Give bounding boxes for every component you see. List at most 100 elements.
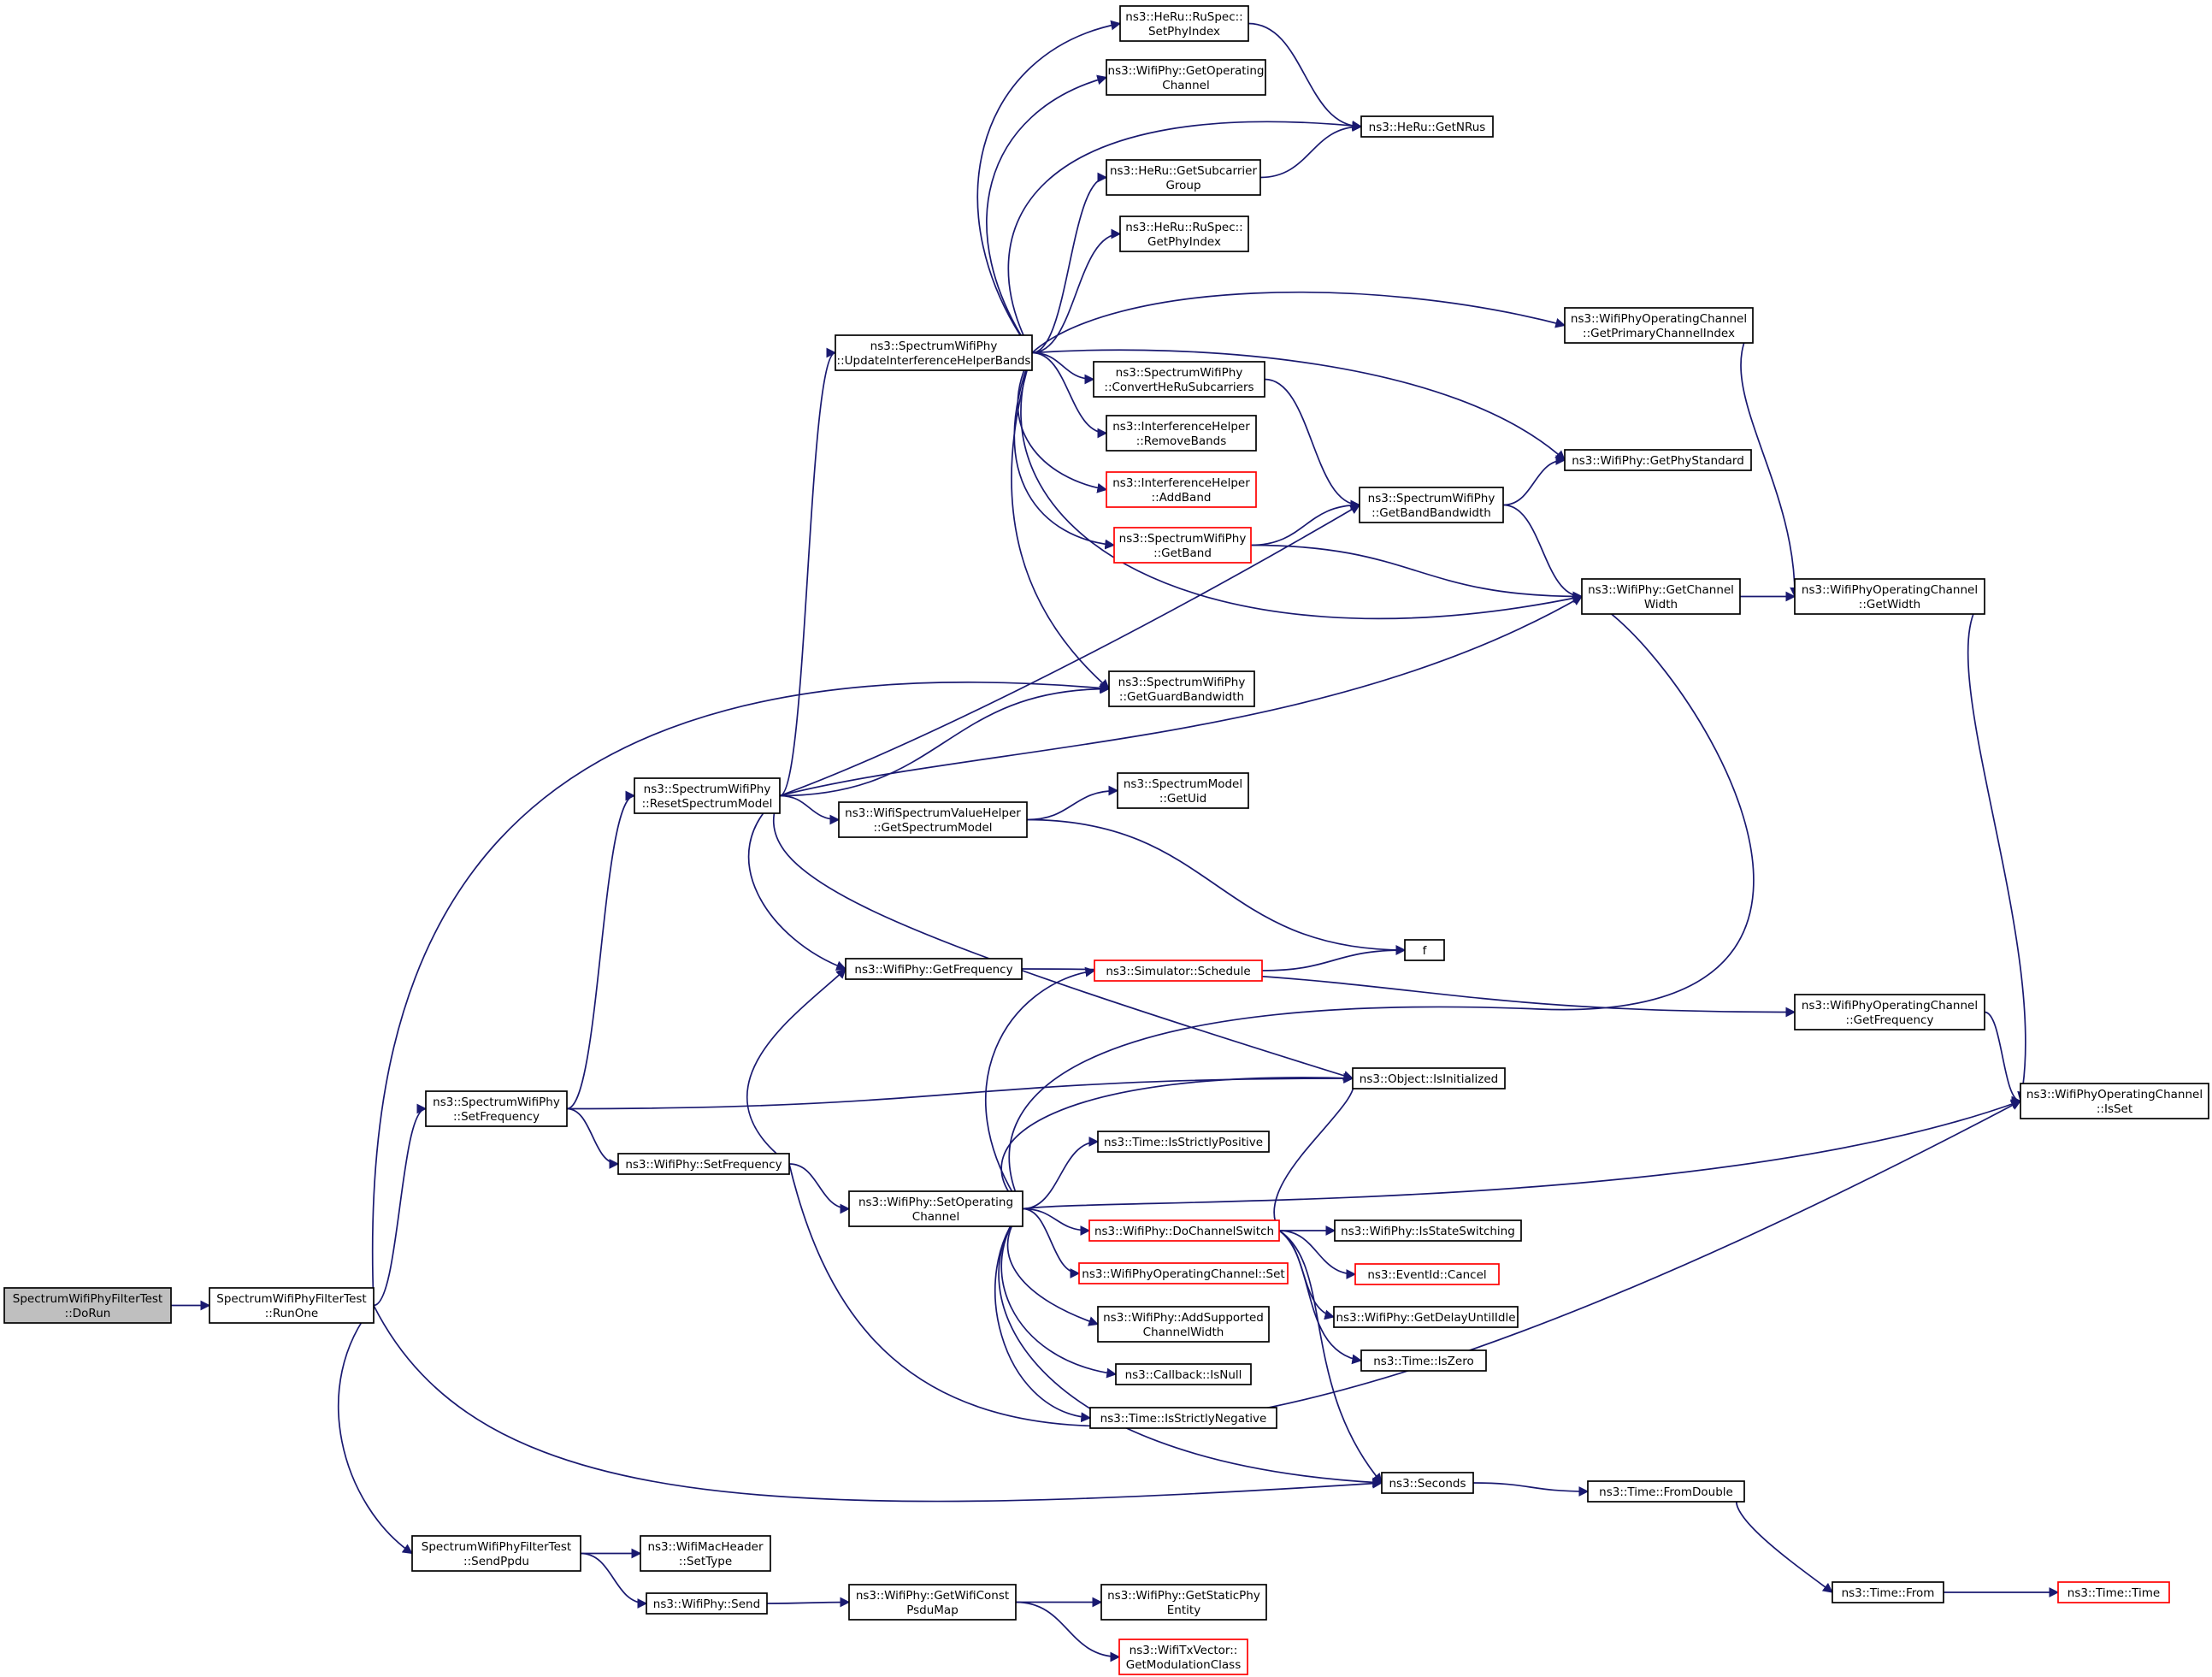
node-setType[interactable]: ns3::WifiMacHeader::SetType — [640, 1535, 771, 1572]
node-box — [1333, 1306, 1519, 1328]
node-label: ns3::WifiPhy::GetWifiConst — [856, 1589, 1009, 1603]
node-box — [1359, 487, 1504, 523]
edge-doChSw-to-isInit — [1273, 1077, 1362, 1231]
node-strictPos[interactable]: ns3::Time::IsStrictlyPositive — [1097, 1131, 1270, 1153]
edge-getBandBW-to-getChW — [1502, 504, 1584, 602]
node-label: ns3::SpectrumWifiPhy — [1116, 366, 1243, 380]
node-sendPpdu[interactable]: SpectrumWifiPhyFilterTest::SendPpdu — [411, 1535, 581, 1572]
node-label: ns3::WifiPhy::GetFrequency — [854, 963, 1012, 977]
edge-setOpCh-to-strictPos — [1022, 1137, 1100, 1210]
edge-setOpCh-to-simSched — [985, 966, 1096, 1209]
edge-updIHB-to-convHeRu — [1031, 351, 1095, 385]
node-doRun[interactable]: SpectrumWifiPhyFilterTest::DoRun — [3, 1287, 172, 1324]
node-updIHB[interactable]: ns3::SpectrumWifiPhy::UpdateInterference… — [835, 334, 1033, 371]
node-box — [1334, 1219, 1522, 1242]
node-wocSet[interactable]: ns3::WifiPhyOperatingChannel::Set — [1078, 1262, 1289, 1284]
node-isZero[interactable]: ns3::Time::IsZero — [1360, 1349, 1487, 1372]
node-label: ::SetFrequency — [453, 1110, 540, 1124]
node-getDelay[interactable]: ns3::WifiPhy::GetDelayUntilIdle — [1333, 1306, 1519, 1328]
node-box — [848, 1584, 1017, 1621]
node-getBandBW[interactable]: ns3::SpectrumWifiPhy::GetBandBandwidth — [1359, 487, 1504, 523]
node-box — [1106, 59, 1266, 96]
node-setFreqS[interactable]: ns3::SpectrumWifiPhy::SetFrequency — [425, 1090, 568, 1127]
node-label: ns3::WifiPhy::GetOperating — [1108, 64, 1265, 78]
edge-resetSM-to-getBandBW — [779, 504, 1361, 797]
node-getPrimIdx[interactable]: ns3::WifiPhyOperatingChannel::GetPrimary… — [1564, 307, 1754, 344]
node-label: ns3::WifiPhy::SetFrequency — [625, 1158, 782, 1172]
node-addBand[interactable]: ns3::InterferenceHelper::AddBand — [1106, 471, 1257, 508]
node-isStateSw[interactable]: ns3::WifiPhy::IsStateSwitching — [1334, 1219, 1522, 1242]
node-wocGetWidth[interactable]: ns3::WifiPhyOperatingChannel::GetWidth — [1794, 578, 1985, 615]
node-getPhyStd[interactable]: ns3::WifiPhy::GetPhyStandard — [1564, 449, 1752, 471]
node-evCancel[interactable]: ns3::EventId::Cancel — [1354, 1263, 1500, 1285]
edge-resetSM-to-getFreqW — [747, 794, 847, 971]
node-box — [1404, 939, 1445, 961]
node-setFreqW[interactable]: ns3::WifiPhy::SetFrequency — [617, 1153, 790, 1175]
node-box — [1115, 1363, 1252, 1385]
node-getFreqW[interactable]: ns3::WifiPhy::GetFrequency — [845, 958, 1023, 980]
node-resetSM[interactable]: ns3::SpectrumWifiPhy::ResetSpectrumModel — [634, 777, 781, 814]
node-label: ::RunOne — [265, 1307, 318, 1320]
node-box — [1106, 471, 1257, 508]
edge-simSched-to-fNode — [1261, 945, 1407, 971]
edge-getSVH-to-getUid — [1026, 785, 1119, 821]
node-label: ns3::WifiPhyOperatingChannel — [1802, 999, 1978, 1013]
node-timeFrom[interactable]: ns3::Time::From — [1832, 1581, 1944, 1603]
node-getGuardBW[interactable]: ns3::SpectrumWifiPhy::GetGuardBandwidth — [1108, 670, 1255, 707]
node-fNode[interactable]: f — [1404, 939, 1445, 961]
node-getBand[interactable]: ns3::SpectrumWifiPhy::GetBand — [1113, 527, 1252, 564]
node-fromDouble[interactable]: ns3::Time::FromDouble — [1587, 1480, 1745, 1503]
node-label: ::GetFrequency — [1846, 1013, 1934, 1027]
node-box — [640, 1535, 771, 1572]
edge-setOpCh-to-wocIsSet — [1022, 1099, 2022, 1210]
edge-runOne-to-setFreqS — [373, 1103, 428, 1307]
node-label: ns3::Time::From — [1842, 1586, 1935, 1600]
node-label: ns3::WifiPhy::GetDelayUntilIdle — [1336, 1311, 1516, 1325]
node-doChSw[interactable]: ns3::WifiPhy::DoChannelSwitch — [1088, 1219, 1280, 1242]
edge-runOne-to-getGuardBW — [371, 681, 1111, 1306]
node-runOne[interactable]: SpectrumWifiPhyFilterTest::RunOne — [209, 1287, 375, 1324]
node-label: ns3::InterferenceHelper — [1112, 420, 1250, 434]
edge-seconds-to-fromDouble — [1472, 1482, 1590, 1497]
node-label: GetModulationClass — [1126, 1658, 1242, 1672]
node-label: ns3::Time::FromDouble — [1599, 1485, 1733, 1499]
node-isInit[interactable]: ns3::Object::IsInitialized — [1352, 1067, 1506, 1089]
node-label: ns3::EventId::Cancel — [1367, 1268, 1486, 1282]
edge-setOpCh-to-strictNeg — [994, 1208, 1092, 1423]
node-label: Width — [1644, 598, 1678, 611]
node-removeBands[interactable]: ns3::InterferenceHelper::RemoveBands — [1106, 415, 1257, 452]
node-seconds[interactable]: ns3::Seconds — [1381, 1472, 1474, 1494]
node-getNRus[interactable]: ns3::HeRu::GetNRus — [1360, 115, 1494, 138]
node-label: ns3::WifiSpectrumValueHelper — [845, 806, 1021, 820]
node-label: SetPhyIndex — [1148, 25, 1220, 38]
edge-getWCPM-to-getModClass — [1015, 1601, 1121, 1662]
node-label: SpectrumWifiPhyFilterTest — [216, 1292, 366, 1306]
node-box — [1088, 1219, 1280, 1242]
node-timeTime[interactable]: ns3::Time::Time — [2057, 1581, 2170, 1603]
node-simSched[interactable]: ns3::Simulator::Schedule — [1094, 960, 1263, 982]
node-box — [425, 1090, 568, 1127]
node-convHeRu[interactable]: ns3::SpectrumWifiPhy::ConvertHeRuSubcarr… — [1093, 361, 1265, 398]
node-label: ns3::HeRu::GetSubcarrier — [1110, 164, 1258, 178]
node-label: ::SetType — [679, 1555, 732, 1568]
node-strictNeg[interactable]: ns3::Time::IsStrictlyNegative — [1089, 1407, 1277, 1429]
edge-updIHB-to-getPhyStd — [1031, 349, 1566, 461]
node-wocIsSet[interactable]: ns3::WifiPhyOperatingChannel::IsSet — [2020, 1083, 2209, 1119]
edge-updIHB-to-getGuardBW — [1011, 352, 1110, 690]
node-cbIsNull[interactable]: ns3::Callback::IsNull — [1115, 1363, 1252, 1385]
node-wocGetFreq[interactable]: ns3::WifiPhyOperatingChannel::GetFrequen… — [1794, 994, 1985, 1030]
node-setPhyIdx[interactable]: ns3::HeRu::RuSpec::SetPhyIndex — [1119, 5, 1249, 42]
node-send[interactable]: ns3::WifiPhy::Send — [646, 1592, 768, 1615]
node-getUid[interactable]: ns3::SpectrumModel::GetUid — [1117, 772, 1249, 809]
node-getPhyIdx[interactable]: ns3::HeRu::RuSpec::GetPhyIndex — [1119, 216, 1249, 252]
node-getModClass[interactable]: ns3::WifiTxVector::GetModulationClass — [1118, 1639, 1248, 1675]
node-getSVH[interactable]: ns3::WifiSpectrumValueHelper::GetSpectru… — [838, 801, 1028, 838]
node-label: ::GetUid — [1159, 792, 1206, 806]
